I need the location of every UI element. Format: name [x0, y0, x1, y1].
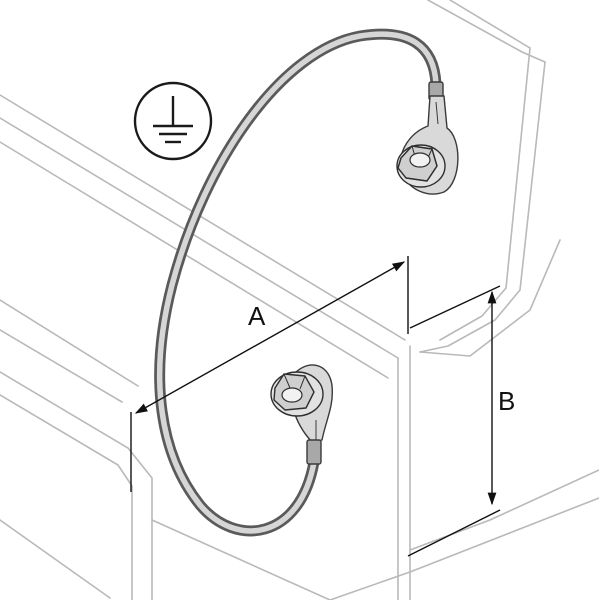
dimension-b-extension-top	[409, 285, 501, 329]
dimension-b: B	[407, 285, 515, 557]
cable-tray-right	[329, 0, 599, 600]
lower-bolt-nut	[270, 371, 324, 417]
dimension-a: A	[130, 256, 409, 492]
cable-tray-left	[0, 94, 411, 600]
dimension-a-line	[134, 261, 406, 414]
dimension-a-label: A	[248, 301, 266, 331]
protective-earth-ground-icon	[133, 81, 213, 161]
upper-bolt-nut	[396, 144, 446, 188]
dimension-b-extension-bottom	[407, 509, 501, 557]
dimension-b-label: B	[498, 386, 515, 416]
